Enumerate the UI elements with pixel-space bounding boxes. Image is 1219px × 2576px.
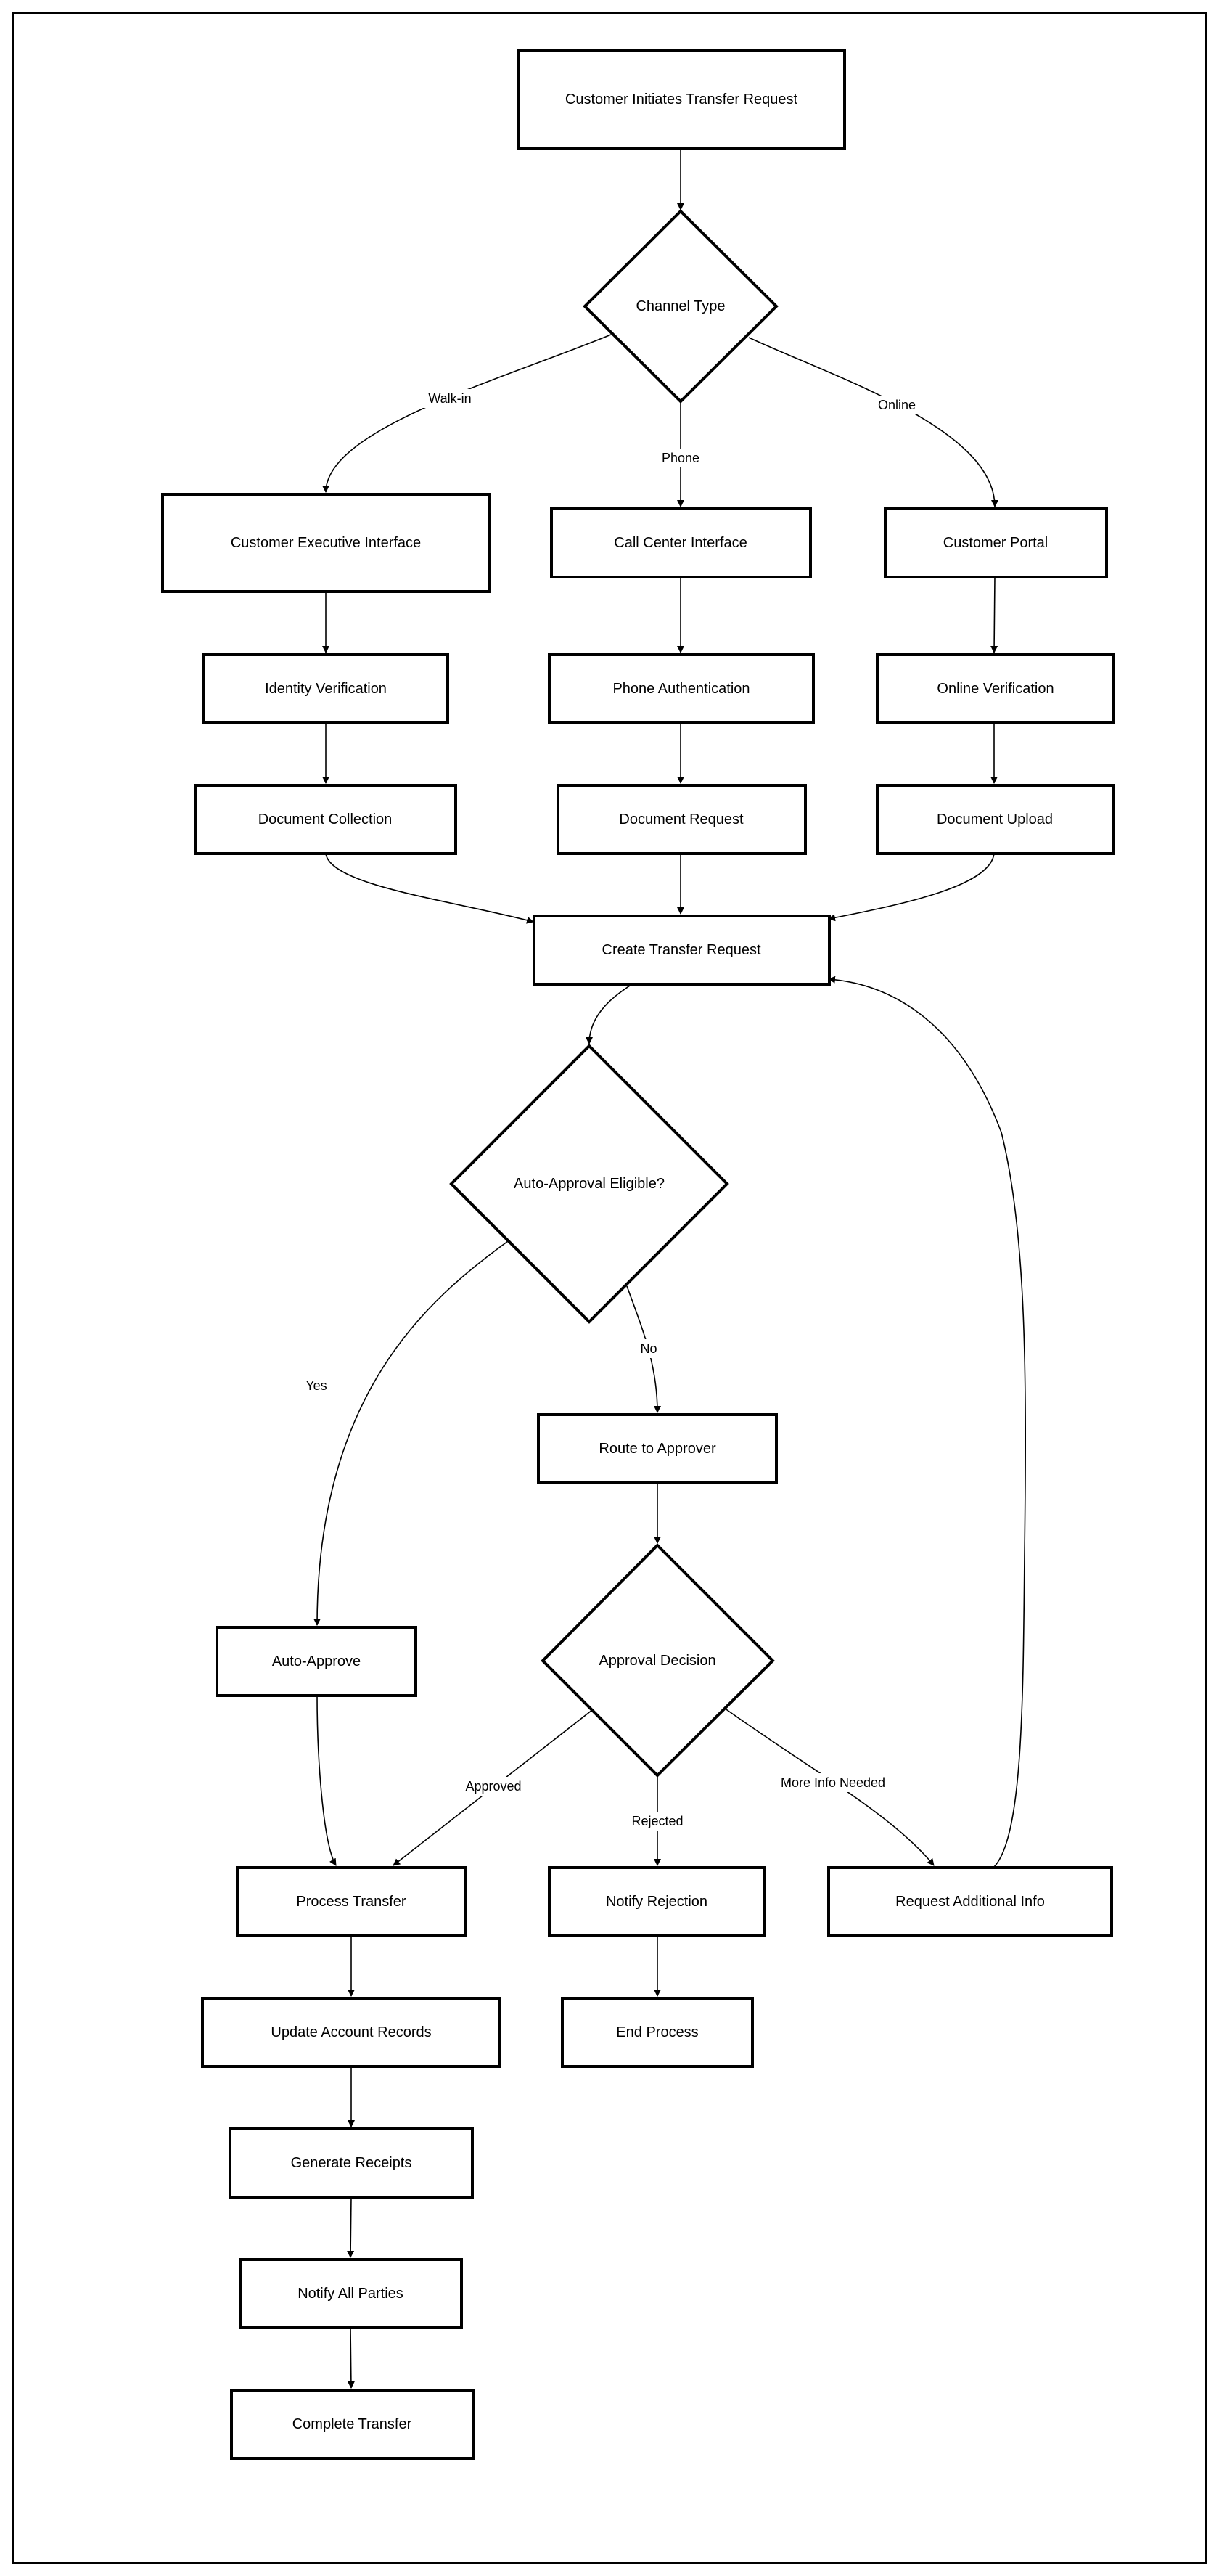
node-label-complete-transfer: Complete Transfer	[292, 2416, 412, 2432]
node-end-process	[561, 1997, 754, 2068]
decision-label-channel-type: Channel Type	[636, 298, 725, 314]
edge-autoelig-yes	[313, 1240, 509, 1626]
decision-approval-decision	[541, 1543, 775, 1778]
node-document-collection	[194, 784, 457, 855]
node-identity-verification	[202, 653, 449, 724]
edge-notifyall-complete	[347, 2327, 355, 2389]
node-notify-rejection	[548, 1866, 766, 1937]
decision-auto-approval-eligible	[449, 1044, 729, 1324]
edge-label-no: No	[640, 1341, 657, 1356]
node-label-customer-executive-interface: Customer Executive Interface	[231, 535, 421, 551]
edge-docup-create	[828, 853, 995, 922]
node-label-generate-receipts: Generate Receipts	[291, 2155, 412, 2171]
node-label-update-account-records: Update Account Records	[271, 2024, 431, 2040]
edge-create-autoelig	[586, 984, 633, 1044]
edge-doccol-create	[325, 853, 534, 924]
node-call-center-interface	[550, 507, 812, 578]
node-online-verification	[876, 653, 1115, 724]
edge-label-more-info: More Info Needed	[781, 1775, 885, 1790]
node-label-customer-portal: Customer Portal	[943, 535, 1048, 551]
node-generate-receipts	[229, 2127, 474, 2199]
edge-receipts-notifyall	[347, 2196, 355, 2258]
decision-channel-type	[583, 209, 779, 404]
edge-portal-onlv	[990, 576, 998, 653]
node-label-request-additional-info: Request Additional Info	[895, 1894, 1045, 1910]
node-request-additional-info	[827, 1866, 1113, 1937]
node-label-phone-authentication: Phone Authentication	[612, 681, 750, 697]
node-label-call-center-interface: Call Center Interface	[614, 535, 747, 551]
edge-label-walkin: Walk-in	[428, 391, 471, 406]
node-label-identity-verification: Identity Verification	[265, 681, 387, 697]
edge-reqinfo-create	[828, 976, 1026, 1868]
node-label-route-to-approver: Route to Approver	[599, 1441, 716, 1457]
edge-label-approved: Approved	[465, 1779, 521, 1794]
node-create-transfer-request	[533, 915, 831, 986]
node-label-online-verification: Online Verification	[937, 681, 1054, 697]
node-customer-initiates-transfer	[517, 49, 846, 150]
edge-labels: Walk-in Phone Online Yes No Approved Rej…	[300, 389, 921, 1831]
node-label-auto-approve: Auto-Approve	[272, 1653, 361, 1669]
node-label-end-process: End Process	[616, 2024, 698, 2040]
node-label-create-transfer-request: Create Transfer Request	[602, 942, 761, 958]
node-process-transfer	[236, 1866, 467, 1937]
node-auto-approve	[216, 1626, 417, 1697]
nodes: Customer Initiates Transfer Request Chan…	[161, 49, 1115, 2460]
edge-channel-walkin	[322, 334, 612, 493]
node-label-document-collection: Document Collection	[258, 811, 393, 827]
node-phone-authentication	[548, 653, 815, 724]
node-label-notify-all-parties: Notify All Parties	[297, 2286, 403, 2302]
node-notify-all-parties	[239, 2258, 463, 2329]
node-update-account-records	[201, 1997, 501, 2068]
decision-label-auto-approval-eligible: Auto-Approval Eligible?	[514, 1176, 665, 1192]
node-label-notify-rejection: Notify Rejection	[606, 1894, 707, 1910]
edge-label-phone: Phone	[662, 451, 699, 465]
edge-channel-online	[748, 337, 998, 507]
node-label-document-request: Document Request	[619, 811, 744, 827]
node-customer-portal	[884, 507, 1108, 578]
diagram-frame	[12, 12, 1207, 2564]
node-document-upload	[876, 784, 1115, 855]
edge-autoapprove-process	[316, 1695, 337, 1866]
node-customer-executive-interface	[161, 493, 491, 593]
edge-label-yes: Yes	[305, 1378, 327, 1393]
decision-label-approval-decision: Approval Decision	[599, 1653, 715, 1669]
edge-label-online: Online	[878, 398, 916, 412]
node-document-request	[557, 784, 807, 855]
node-label-customer-initiates-transfer: Customer Initiates Transfer Request	[565, 91, 798, 107]
node-complete-transfer	[230, 2389, 475, 2460]
node-route-to-approver	[537, 1413, 778, 1484]
edge-label-rejected: Rejected	[631, 1814, 683, 1828]
node-label-process-transfer: Process Transfer	[296, 1894, 406, 1910]
node-label-document-upload: Document Upload	[937, 811, 1053, 827]
